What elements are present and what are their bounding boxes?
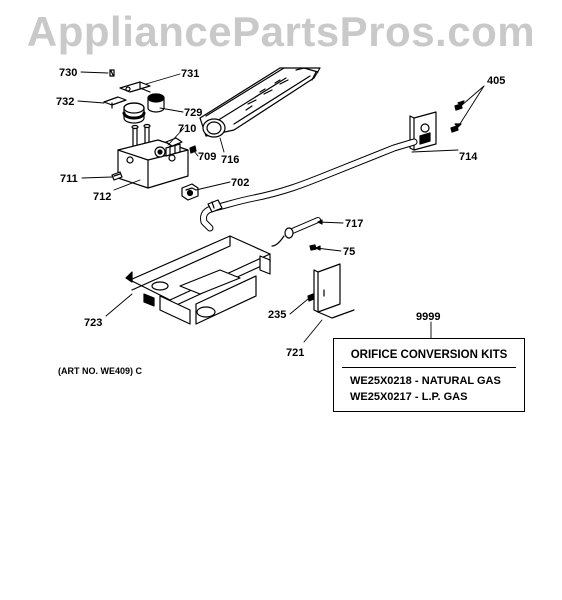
- callout-710: 710: [178, 123, 196, 135]
- callout-712: 712: [93, 191, 111, 203]
- tube-714-icon: [200, 138, 418, 232]
- tube-bracket-icon: [409, 111, 437, 151]
- kit-row: WE25X0217-L.P. GAS: [350, 391, 467, 403]
- callout-702: 702: [231, 177, 249, 189]
- callout-730: 730: [59, 67, 77, 79]
- fitting-710-icon: [165, 143, 181, 157]
- kit-row: WE25X0218-NATURAL GAS: [350, 375, 501, 387]
- kit-separator: -: [414, 391, 419, 403]
- kit-description: NATURAL GAS: [421, 375, 501, 387]
- bracket-723-icon: [125, 235, 271, 325]
- divider: [342, 367, 516, 368]
- kit-description: L.P. GAS: [421, 391, 468, 403]
- callout-711: 711: [60, 173, 78, 185]
- kit-part-number: WE25X0217: [350, 391, 412, 403]
- clip-732-icon: [103, 96, 127, 109]
- callout-714: 714: [459, 151, 478, 163]
- orifice-kits-box: ORIFICE CONVERSION KITS WE25X0218-NATURA…: [333, 338, 525, 412]
- orifice-kits-title: ORIFICE CONVERSION KITS: [350, 349, 508, 361]
- kit-part-number: WE25X0218: [350, 375, 412, 387]
- callout-235: 235: [268, 309, 286, 321]
- fitting-702-icon: [181, 183, 199, 201]
- screw-730-icon: [109, 69, 115, 77]
- callout-405: 405: [487, 75, 505, 87]
- callout-721: 721: [286, 347, 304, 359]
- watermark: AppliancePartsPros.com: [26, 8, 536, 55]
- coil-729-icon: [122, 102, 146, 124]
- callout-723: 723: [84, 317, 102, 329]
- kit-separator: -: [414, 375, 419, 387]
- callout-717: 717: [345, 218, 363, 230]
- art-number: (ART NO. WE409) C: [58, 366, 143, 376]
- burner-716-icon: [199, 67, 321, 138]
- callout-9999: 9999: [416, 311, 440, 323]
- callout-75: 75: [343, 246, 355, 258]
- callout-731: 731: [181, 68, 199, 80]
- callout-716: 716: [221, 154, 239, 166]
- thermocouple-717-icon: [271, 217, 321, 247]
- callout-709: 709: [198, 151, 216, 163]
- screw-711-icon: [111, 171, 123, 181]
- bracket-731-icon: [119, 81, 151, 93]
- valve-pins-icon: [131, 123, 151, 149]
- callout-732: 732: [56, 96, 74, 108]
- shield-721-icon: [313, 263, 355, 319]
- coil-731-icon: [147, 93, 165, 113]
- callout-729: 729: [184, 107, 202, 119]
- screws-405-icon: [450, 103, 463, 133]
- screw-75-icon: [309, 244, 317, 251]
- screw-235-icon: [307, 293, 315, 302]
